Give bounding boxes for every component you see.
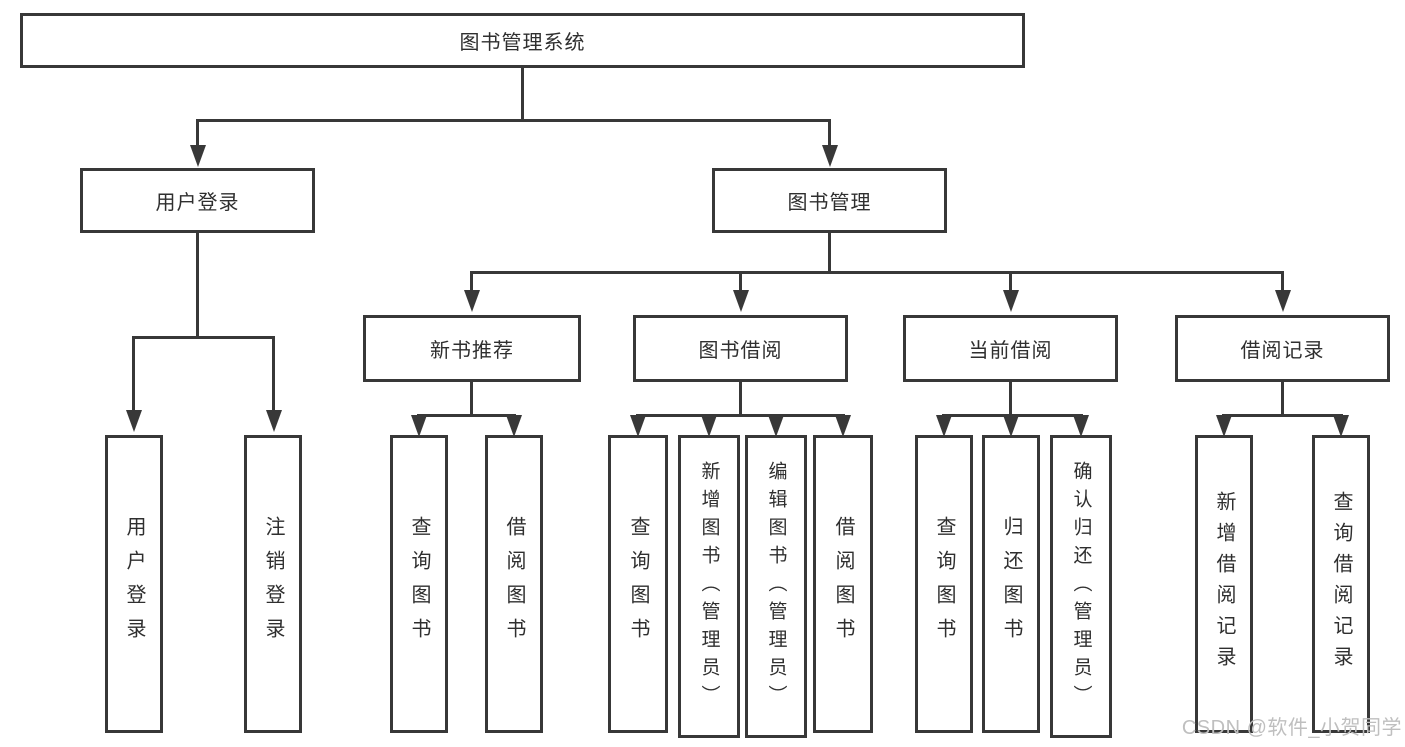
arrow-head [1003, 290, 1019, 312]
leaf-cb-return-books: 归还图书 [982, 435, 1040, 733]
node-current-borrow-label: 当前借阅 [968, 340, 1053, 362]
arrow-head [733, 290, 749, 312]
connector-line [196, 119, 199, 147]
arrow-head [1333, 415, 1349, 437]
connector-line [828, 233, 831, 271]
arrow-head [936, 415, 952, 437]
node-book-borrow-label: 图书借阅 [698, 340, 783, 362]
leaf-nbr-borrow-books-label: 借阅图书 [503, 516, 525, 652]
leaf-cb-confirm-return-admin: 确认归还（管理员） [1050, 435, 1112, 738]
connector-line [739, 382, 742, 414]
leaf-bb-borrow-books-label: 借阅图书 [832, 516, 854, 652]
node-root: 图书管理系统 [20, 13, 1025, 68]
arrow-head [1216, 415, 1232, 437]
arrow-head [411, 415, 427, 437]
leaf-cb-return-books-label: 归还图书 [1000, 516, 1022, 652]
leaf-nbr-query-books-label: 查询图书 [408, 516, 430, 652]
node-book-management: 图书管理 [712, 168, 947, 233]
arrow-head [190, 145, 206, 167]
connector-line [470, 271, 1284, 274]
leaf-br-add-record-label: 新增借阅记录 [1213, 491, 1235, 677]
arrow-head [822, 145, 838, 167]
leaf-br-query-record-label: 查询借阅记录 [1330, 491, 1352, 677]
node-book-management-label: 图书管理 [787, 192, 872, 214]
leaf-bb-add-books-admin-label: 新增图书（管理员） [698, 460, 720, 713]
leaf-nbr-borrow-books: 借阅图书 [485, 435, 543, 733]
connector-line [1009, 382, 1012, 414]
leaf-user-login: 用户登录 [105, 435, 163, 733]
connector-line [132, 336, 135, 411]
connector-line [470, 271, 473, 291]
leaf-nbr-query-books: 查询图书 [390, 435, 448, 733]
arrow-head [1003, 415, 1019, 437]
leaf-bb-borrow-books: 借阅图书 [813, 435, 873, 733]
connector-line [1281, 382, 1284, 414]
node-root-label: 图书管理系统 [459, 32, 586, 54]
leaf-user-login-label: 用户登录 [123, 516, 145, 652]
leaf-bb-query-books-label: 查询图书 [627, 516, 649, 652]
connector-line [521, 68, 524, 119]
node-borrow-records-label: 借阅记录 [1240, 340, 1325, 362]
node-borrow-records: 借阅记录 [1175, 315, 1390, 382]
connector-line [739, 271, 742, 291]
node-current-borrow: 当前借阅 [903, 315, 1118, 382]
arrow-head [266, 410, 282, 432]
node-user-login-label: 用户登录 [155, 192, 240, 214]
arrow-head [506, 415, 522, 437]
connector-line [1222, 414, 1343, 417]
connector-line [132, 336, 275, 339]
connector-line [196, 233, 199, 336]
arrow-head [126, 410, 142, 432]
connector-line [1009, 271, 1012, 291]
node-user-login: 用户登录 [80, 168, 315, 233]
arrow-head [1275, 290, 1291, 312]
connector-line [470, 382, 473, 414]
connector-line [196, 119, 831, 122]
node-new-book-recommend: 新书推荐 [363, 315, 581, 382]
arrow-head [464, 290, 480, 312]
connector-line [417, 414, 516, 417]
leaf-bb-edit-books-admin-label: 编辑图书（管理员） [765, 460, 787, 713]
leaf-br-query-record: 查询借阅记录 [1312, 435, 1370, 733]
node-new-book-recommend-label: 新书推荐 [430, 340, 514, 362]
arrow-head [768, 415, 784, 437]
leaf-br-add-record: 新增借阅记录 [1195, 435, 1253, 733]
leaf-logout-label: 注销登录 [262, 516, 284, 652]
csdn-watermark: CSDN @软件_小贺同学 [1181, 717, 1402, 739]
leaf-bb-add-books-admin: 新增图书（管理员） [678, 435, 740, 738]
connector-line [828, 119, 831, 147]
leaf-cb-query-books-label: 查询图书 [933, 516, 955, 652]
connector-line [272, 336, 275, 411]
leaf-logout: 注销登录 [244, 435, 302, 733]
leaf-cb-confirm-return-admin-label: 确认归还（管理员） [1070, 460, 1092, 713]
connector-line [636, 414, 845, 417]
leaf-bb-edit-books-admin: 编辑图书（管理员） [745, 435, 807, 738]
leaf-bb-query-books: 查询图书 [608, 435, 668, 733]
arrow-head [701, 415, 717, 437]
arrow-head [630, 415, 646, 437]
leaf-cb-query-books: 查询图书 [915, 435, 973, 733]
arrow-head [835, 415, 851, 437]
node-book-borrow: 图书借阅 [633, 315, 848, 382]
arrow-head [1073, 415, 1089, 437]
connector-line [1281, 271, 1284, 291]
